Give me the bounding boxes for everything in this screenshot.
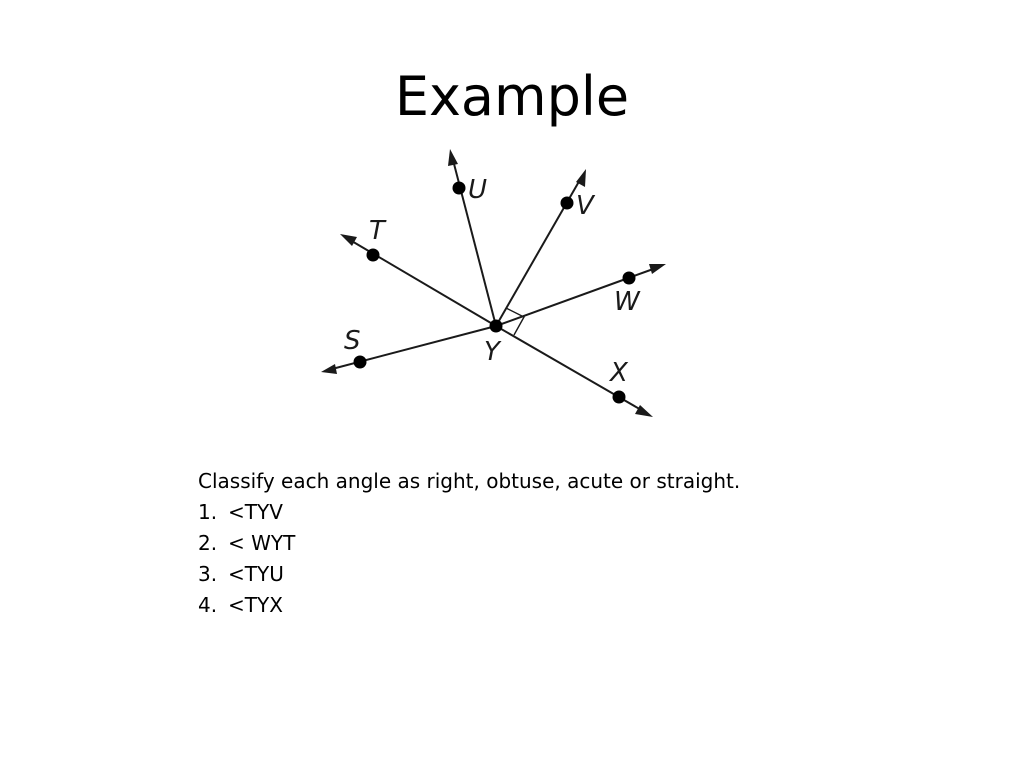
- question-text: <TYX: [228, 593, 283, 617]
- arrowhead-v: [576, 169, 586, 187]
- point-t: [366, 248, 380, 262]
- point-w: [622, 271, 636, 285]
- question-number: 4.: [198, 593, 218, 617]
- point-v: [560, 196, 574, 210]
- point-s: [353, 355, 367, 369]
- label-s: S: [344, 326, 361, 356]
- question-item: 1. <TYV: [198, 497, 740, 528]
- question-number: 2.: [198, 531, 218, 555]
- question-text: < WYT: [228, 531, 296, 555]
- question-item: 2. < WYT: [198, 528, 740, 559]
- question-list: 1. <TYV 2. < WYT 3. <TYU 4. <TYX: [198, 497, 740, 621]
- question-number: 1.: [198, 500, 218, 524]
- slide-title: Example: [394, 65, 630, 128]
- label-w: W: [614, 287, 641, 317]
- question-text: <TYU: [228, 562, 284, 586]
- label-u: U: [468, 175, 487, 205]
- label-y: Y: [484, 337, 502, 367]
- arrowhead-s: [321, 364, 337, 374]
- question-item: 3. <TYU: [198, 559, 740, 590]
- question-number: 3.: [198, 562, 218, 586]
- arrowhead-w: [649, 264, 666, 274]
- right-angle-mark: [505, 307, 525, 336]
- label-t: T: [369, 216, 387, 246]
- arrowhead-u: [448, 149, 458, 166]
- label-v: V: [576, 191, 596, 221]
- point-y: [489, 319, 503, 333]
- question-block: Classify each angle as right, obtuse, ac…: [198, 466, 740, 621]
- point-x: [612, 390, 626, 404]
- arrowhead-t: [340, 234, 357, 246]
- question-item: 4. <TYX: [198, 590, 740, 621]
- label-x: X: [608, 358, 629, 388]
- question-text: <TYV: [228, 500, 283, 524]
- arrowhead-x: [635, 405, 653, 417]
- point-u: [452, 181, 466, 195]
- instruction-text: Classify each angle as right, obtuse, ac…: [198, 469, 741, 493]
